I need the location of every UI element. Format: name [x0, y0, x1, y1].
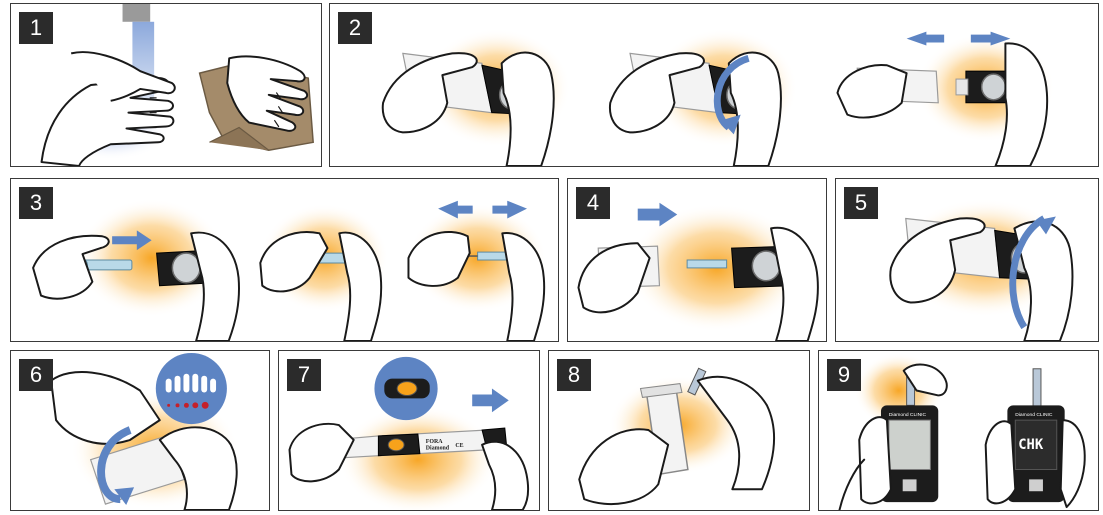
step-number-badge: 6 — [19, 359, 53, 391]
hand-icon — [338, 231, 383, 341]
hand-icon — [501, 232, 546, 341]
step-number-badge: 5 — [844, 187, 878, 219]
arrow-right-icon — [472, 388, 509, 413]
hand-icon — [158, 426, 238, 510]
test-strip-vial-illustration — [578, 367, 775, 506]
step-6-panel: 6 — [10, 350, 270, 511]
meter-display-text: CHK — [1018, 437, 1044, 453]
hand-icon — [381, 52, 478, 134]
meter-brand-label: Diamond CLINIC — [889, 412, 927, 418]
step-number-badge: 7 — [287, 359, 321, 391]
arrow-left-icon — [438, 200, 473, 219]
hand-icon — [190, 231, 240, 341]
insert-lancet-illustration — [32, 198, 547, 341]
adjust-depth-illustration — [889, 198, 1074, 341]
meter-button — [1029, 479, 1043, 492]
pen-brand-label: FORA — [426, 439, 443, 445]
hand-icon — [902, 363, 948, 397]
magnified-fingertip-icon — [155, 352, 227, 425]
insert-strip-meter-illustration: Diamond CLINIC Diamond CLINIC CHK — [838, 352, 1086, 510]
hand-icon — [578, 428, 670, 506]
hand-icon — [836, 64, 908, 119]
hand-icon — [889, 217, 986, 304]
hand-icon — [994, 42, 1049, 166]
step-number-badge: 4 — [576, 187, 610, 219]
step-number-badge: 3 — [19, 187, 53, 219]
hand-icon — [1059, 419, 1086, 509]
replace-cap-illustration — [577, 202, 819, 341]
step-5-panel: 5 — [835, 178, 1099, 342]
hand-icon — [1013, 220, 1074, 341]
twist-arrow-icon — [1009, 215, 1046, 330]
ce-mark: CE — [455, 443, 463, 449]
step-7-panel: 7 FORA Diamond CE — [278, 350, 540, 511]
step-4-panel: 4 — [567, 178, 827, 342]
meter-screen — [888, 419, 931, 471]
step-number-badge: 9 — [827, 359, 861, 391]
hand-icon — [70, 51, 176, 102]
twist-arrow-icon — [97, 426, 132, 504]
hand-icon — [500, 51, 555, 166]
hand-icon — [858, 416, 892, 505]
hand-icon — [770, 226, 819, 341]
hand-icon — [696, 375, 775, 491]
hand-icon — [40, 77, 175, 166]
step-number-badge: 8 — [557, 359, 591, 391]
hand-icon — [984, 420, 1017, 505]
meter-screen — [1014, 419, 1058, 471]
step-number-badge: 1 — [19, 12, 53, 44]
hand-icon — [259, 231, 329, 293]
arrow-right-icon — [637, 202, 678, 227]
hand-icon — [577, 242, 651, 314]
lancet-icon — [686, 259, 728, 269]
step-2-panel: 2 — [329, 3, 1099, 167]
wash-hands-illustration — [40, 4, 314, 166]
hand-icon — [288, 422, 355, 483]
hand-icon — [226, 55, 309, 132]
blood-drop-icon — [167, 401, 209, 409]
arrow-left-icon — [906, 31, 945, 46]
step-9-panel: 9 Diamond CLINIC Diamond CLINIC CHK — [818, 350, 1099, 511]
step-1-panel: 1 — [10, 3, 322, 167]
arrow-right-icon — [112, 230, 152, 251]
hand-icon — [32, 234, 110, 300]
hand-icon — [608, 52, 705, 134]
meter-button — [902, 479, 917, 492]
meter-brand-label: Diamond CLINIC — [1015, 412, 1053, 418]
step-8-panel: 8 — [548, 350, 810, 511]
faucet-icon — [122, 4, 151, 22]
remove-cap-illustration — [381, 28, 1055, 166]
step-number-badge: 2 — [338, 12, 372, 44]
pen-model-label: Diamond — [426, 446, 450, 452]
hand-icon — [481, 440, 530, 510]
test-strip-icon — [1032, 368, 1042, 407]
arrow-right-icon — [492, 200, 528, 219]
hand-icon — [727, 51, 782, 166]
prick-finger-illustration — [50, 352, 239, 510]
hand-icon — [50, 371, 161, 445]
lancing-pen-illustration: FORA Diamond CE — [288, 356, 530, 510]
step-3-panel: 3 — [10, 178, 559, 342]
hand-icon — [407, 231, 471, 287]
